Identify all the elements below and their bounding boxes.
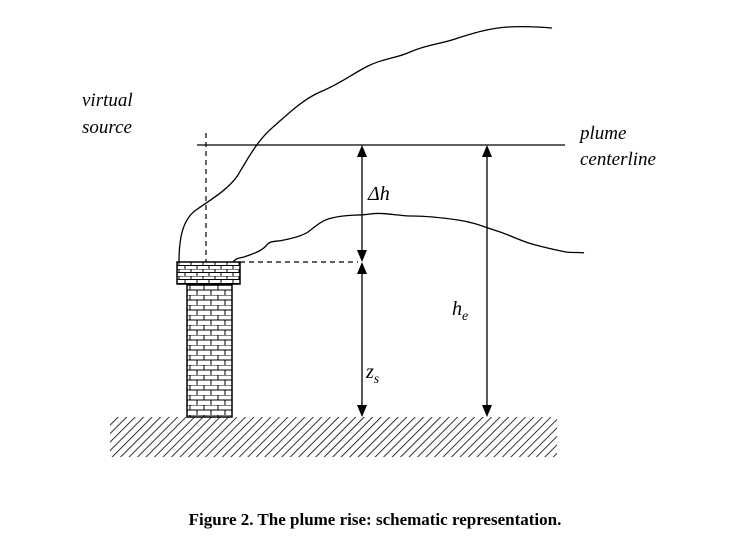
plume-upper-boundary [178, 25, 553, 263]
zs-label-main: z [365, 361, 374, 383]
chimney-stack [186, 284, 233, 418]
virtual-source-label-line2: source [82, 117, 132, 138]
plume-centerline-label-line1: plume [578, 123, 626, 144]
virtual-source-label-line1: virtual [82, 90, 133, 111]
he-label-subscript: e [462, 309, 468, 324]
figure-caption: Figure 2. The plume rise: schematic repr… [188, 510, 562, 529]
he-arrow [482, 145, 492, 417]
zs-label: zs [365, 361, 380, 387]
delta-h-label: Δh [367, 183, 390, 205]
plume-lower-boundary [232, 212, 585, 263]
zs-label-subscript: s [374, 372, 380, 387]
zs-arrow [357, 262, 367, 417]
delta-h-arrow [357, 145, 367, 262]
ground-hatch [110, 417, 557, 457]
plume-centerline-label-line2: centerline [580, 149, 656, 170]
he-label-main: h [452, 298, 462, 320]
chimney-cap [176, 261, 241, 285]
he-label: he [452, 298, 468, 324]
